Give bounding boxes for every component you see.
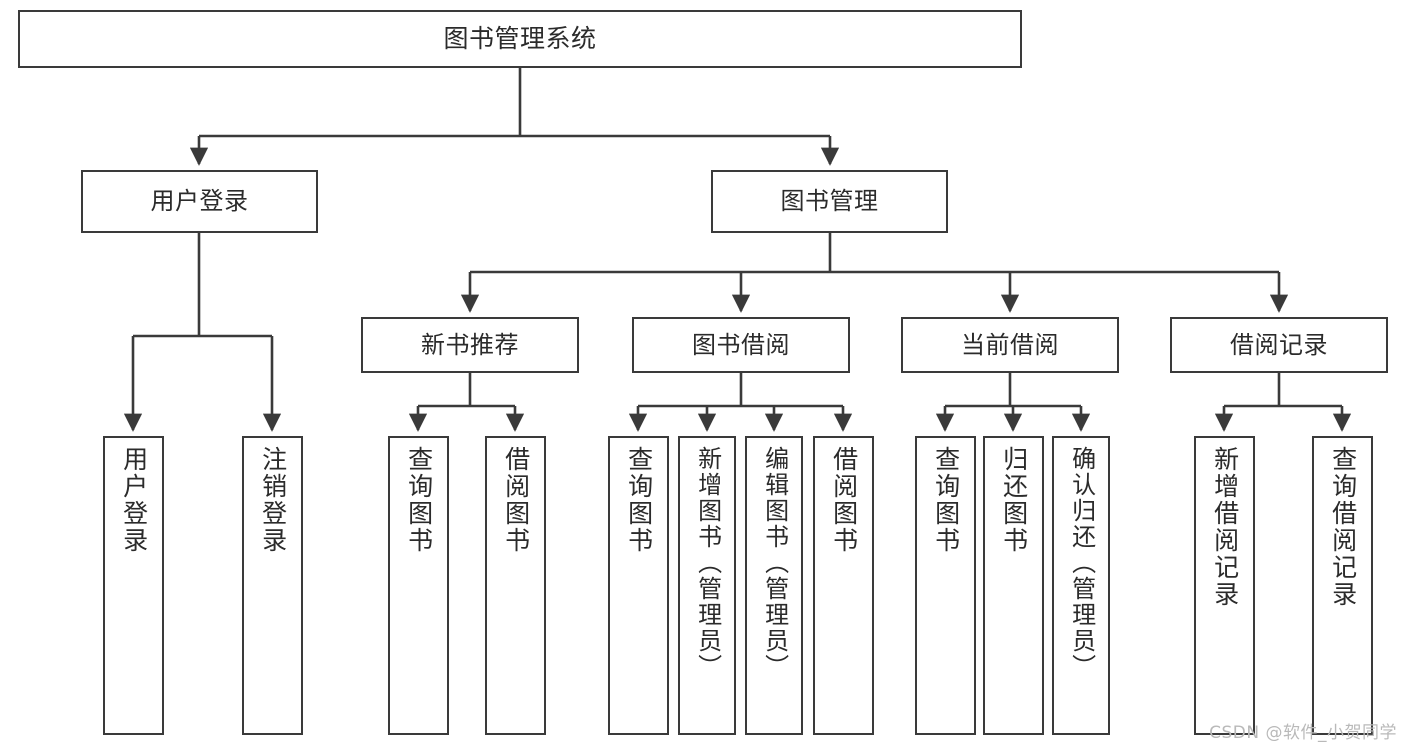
node-borrow-record[interactable]: 借阅记录 <box>1170 317 1388 373</box>
node-leaf-return-book[interactable]: 归还图书 <box>983 436 1044 735</box>
node-leaf-query-book-3[interactable]: 查询图书 <box>915 436 976 735</box>
node-current-borrow-label: 当前借阅 <box>961 330 1059 359</box>
node-borrow-record-label: 借阅记录 <box>1230 330 1328 359</box>
node-leaf-add-record-label: 新增借阅记录 <box>1210 446 1240 608</box>
node-root-system[interactable]: 图书管理系统 <box>18 10 1022 68</box>
node-user-login[interactable]: 用户登录 <box>81 170 318 233</box>
node-leaf-confirm-return-label: 确认归还（管理员） <box>1067 446 1096 680</box>
node-leaf-query-book-2[interactable]: 查询图书 <box>608 436 669 735</box>
node-user-login-label: 用户登录 <box>150 187 249 216</box>
node-leaf-user-login-label: 用户登录 <box>119 446 149 554</box>
node-leaf-query-record-label: 查询借阅记录 <box>1328 446 1358 608</box>
node-leaf-logout-label: 注销登录 <box>258 446 288 554</box>
node-leaf-borrow-book-2-label: 借阅图书 <box>829 446 859 554</box>
node-book-manage-label: 图书管理 <box>780 187 879 216</box>
node-leaf-edit-book-label: 编辑图书（管理员） <box>760 446 789 680</box>
node-new-book-rec[interactable]: 新书推荐 <box>361 317 579 373</box>
node-leaf-query-book-1[interactable]: 查询图书 <box>388 436 449 735</box>
node-leaf-user-login[interactable]: 用户登录 <box>103 436 164 735</box>
node-leaf-confirm-return[interactable]: 确认归还（管理员） <box>1052 436 1110 735</box>
node-leaf-query-book-3-label: 查询图书 <box>931 446 961 554</box>
node-leaf-borrow-book-1[interactable]: 借阅图书 <box>485 436 546 735</box>
node-current-borrow[interactable]: 当前借阅 <box>901 317 1119 373</box>
node-book-manage[interactable]: 图书管理 <box>711 170 948 233</box>
node-leaf-borrow-book-2[interactable]: 借阅图书 <box>813 436 874 735</box>
node-leaf-add-book-label: 新增图书（管理员） <box>693 446 722 680</box>
node-leaf-add-book[interactable]: 新增图书（管理员） <box>678 436 736 735</box>
node-leaf-query-book-2-label: 查询图书 <box>624 446 654 554</box>
node-leaf-query-book-1-label: 查询图书 <box>404 446 434 554</box>
node-root-system-label: 图书管理系统 <box>443 24 597 54</box>
node-leaf-borrow-book-1-label: 借阅图书 <box>501 446 531 554</box>
node-leaf-add-record[interactable]: 新增借阅记录 <box>1194 436 1255 735</box>
node-leaf-query-record[interactable]: 查询借阅记录 <box>1312 436 1373 735</box>
node-leaf-edit-book[interactable]: 编辑图书（管理员） <box>745 436 803 735</box>
node-leaf-logout[interactable]: 注销登录 <box>242 436 303 735</box>
node-book-borrow[interactable]: 图书借阅 <box>632 317 850 373</box>
node-new-book-rec-label: 新书推荐 <box>421 330 519 359</box>
node-book-borrow-label: 图书借阅 <box>692 330 790 359</box>
node-leaf-return-book-label: 归还图书 <box>999 446 1029 554</box>
